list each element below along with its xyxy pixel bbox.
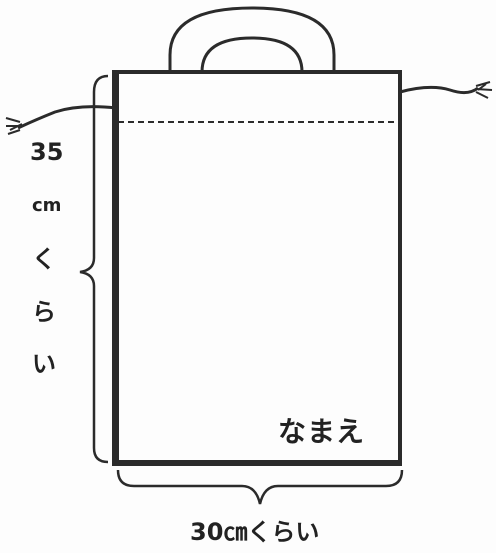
width-measurement-label: 30㎝くらい (190, 518, 320, 546)
drawstring-right-tassel (475, 81, 493, 99)
height-unit: cm (32, 195, 62, 216)
name-field-label: なまえ (278, 415, 366, 448)
height-approx-char-2: ら (32, 298, 56, 326)
handle-inner (200, 36, 304, 73)
width-brace (116, 469, 404, 505)
height-number: 35 (30, 138, 64, 166)
drawstring-left-cord (17, 105, 117, 130)
height-brace (79, 74, 109, 464)
height-approx-char-3: い (32, 350, 56, 378)
drawstring-left-tassel (5, 117, 23, 135)
handle-outer (168, 6, 336, 72)
bag-body (112, 70, 402, 466)
height-approx-char-1: く (32, 245, 56, 273)
drawstring-right-cord (399, 85, 479, 95)
